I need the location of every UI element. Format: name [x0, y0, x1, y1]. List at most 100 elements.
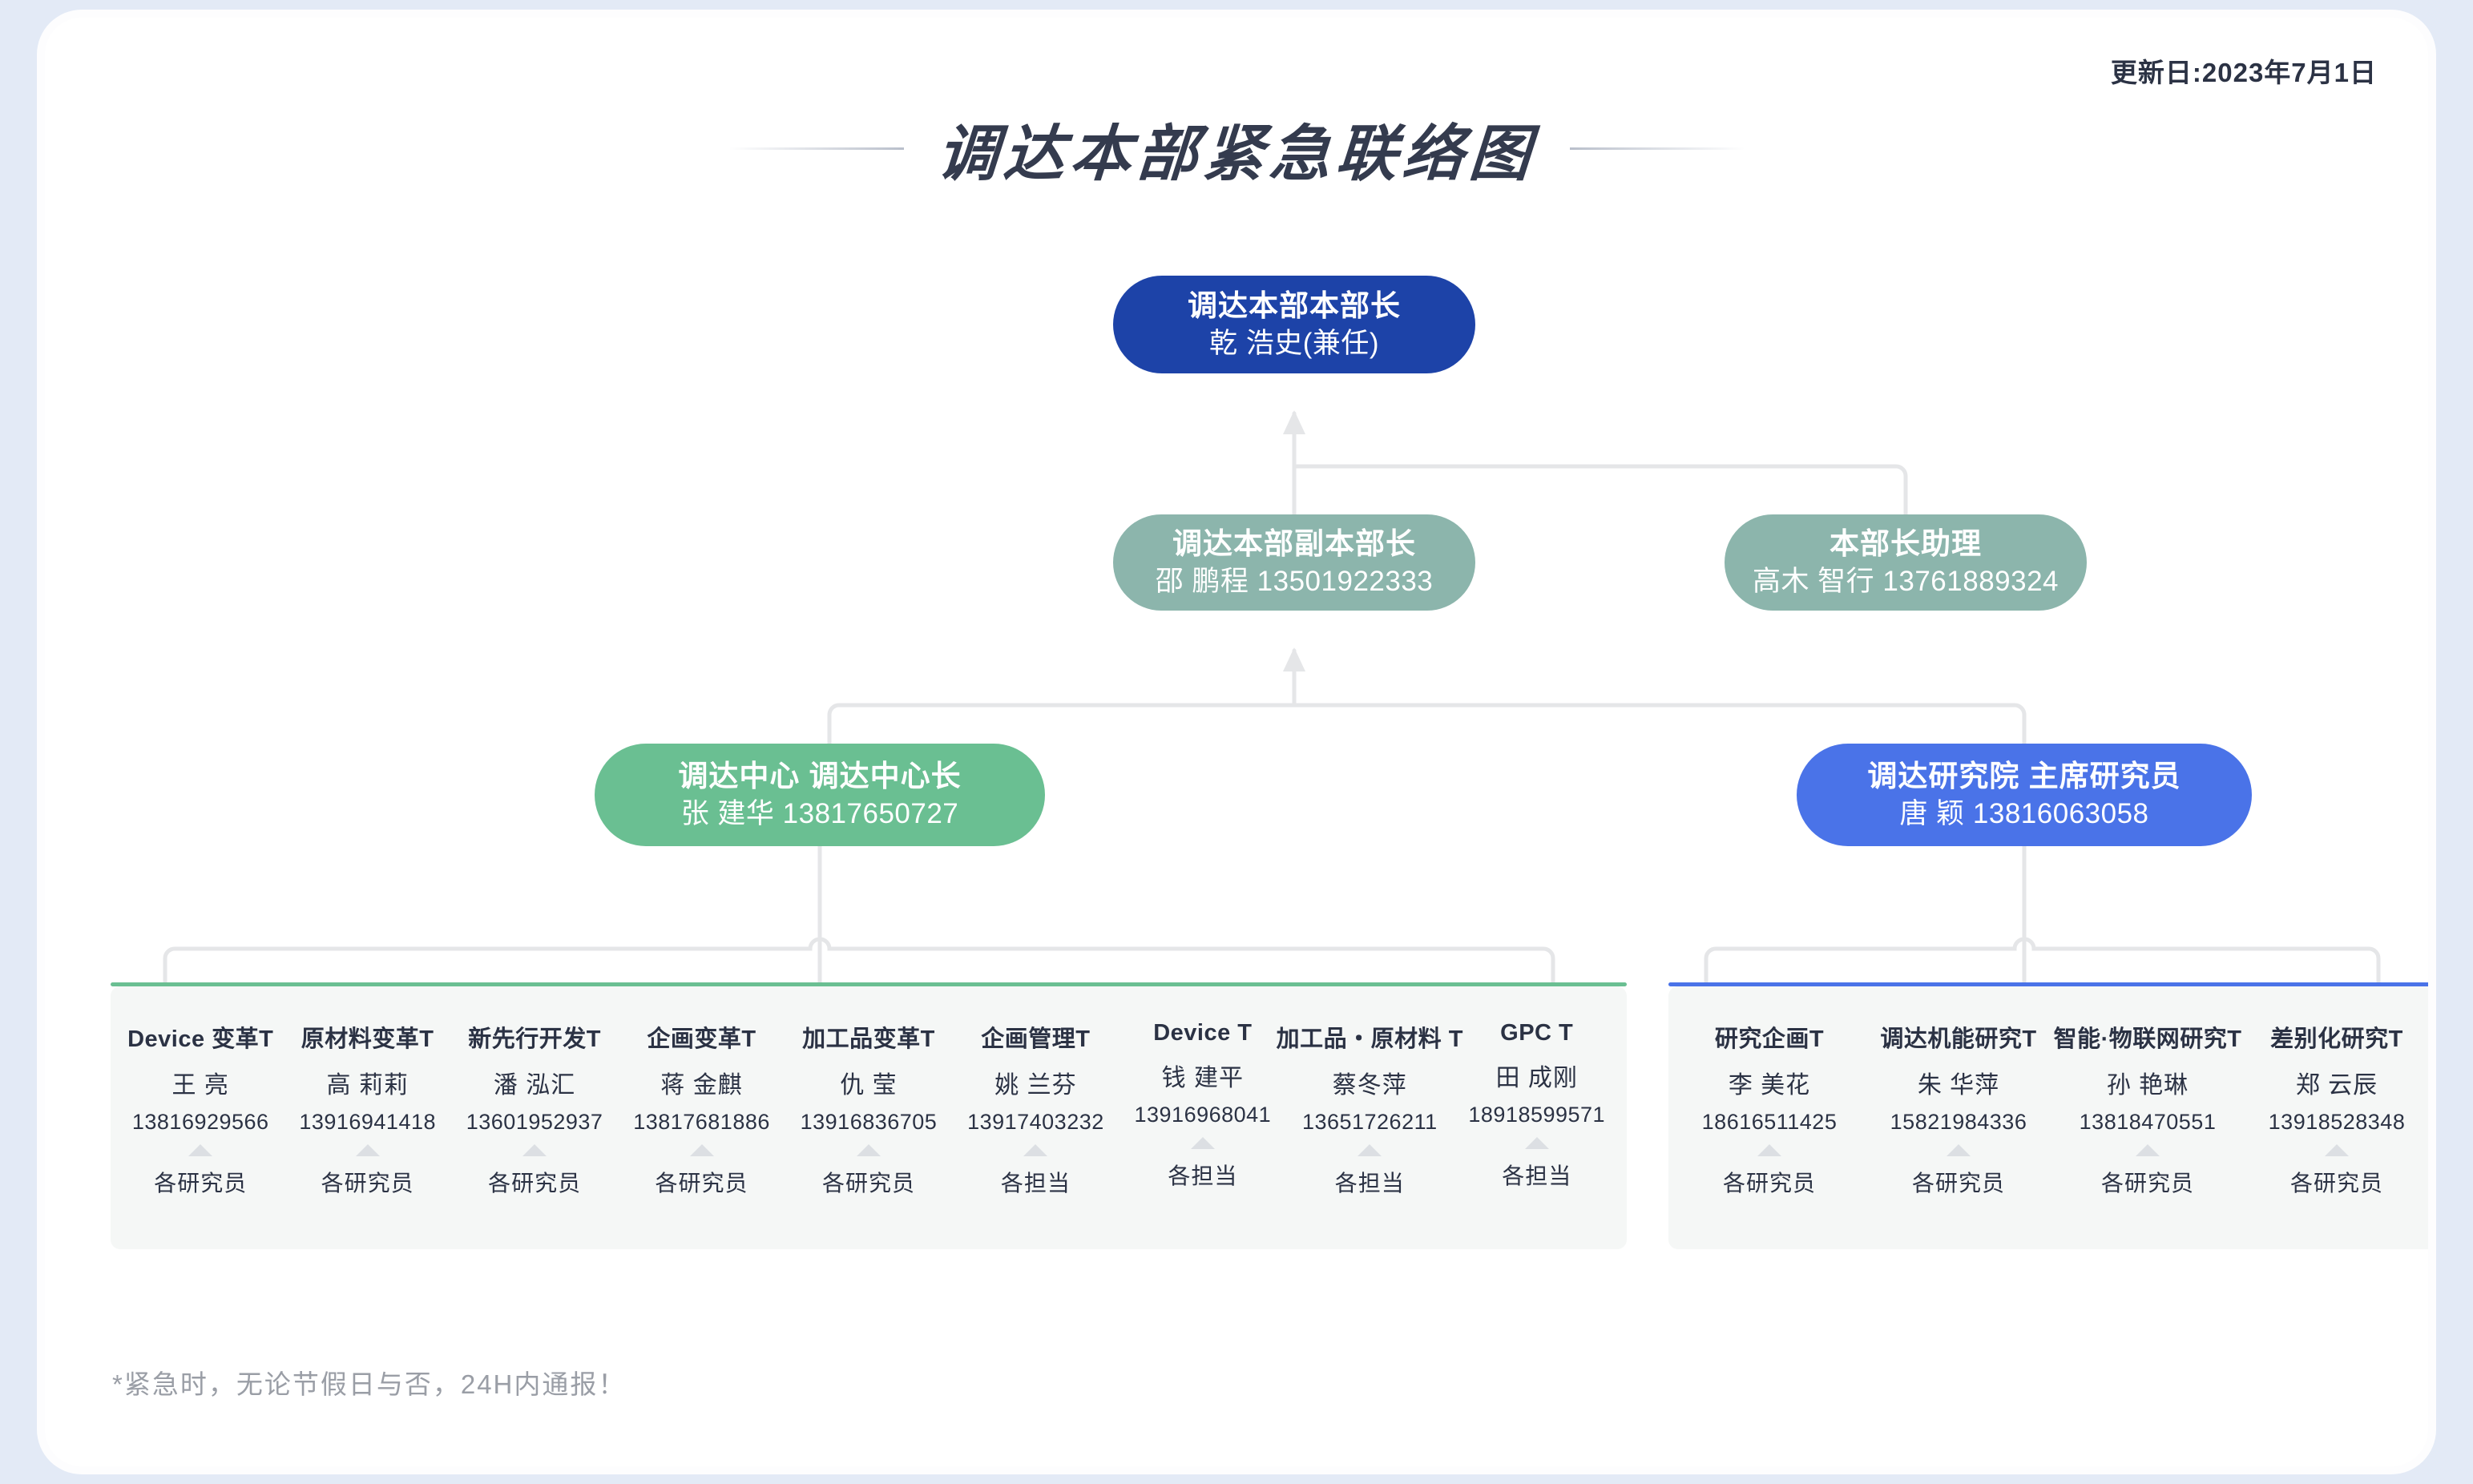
team-column[interactable]: 企画管理T 姚 兰芬 13917403232 各担当	[952, 1020, 1119, 1198]
team-phone: 13601952937	[466, 1110, 603, 1134]
connector-layer	[163, 410, 2381, 985]
team-column[interactable]: 加工品・原材料 T 蔡冬萍 13651726211 各担当	[1277, 1020, 1463, 1198]
triangle-up-icon	[1947, 1144, 1971, 1156]
team-role: 各研究员	[1911, 1171, 2005, 1196]
triangle-up-icon	[1358, 1144, 1382, 1156]
wire-center-left	[163, 844, 822, 985]
team-name: 企画变革T	[647, 1026, 756, 1052]
triangle-up-icon	[1524, 1137, 1549, 1149]
team-person: 李 美花	[1728, 1072, 1811, 1099]
triangle-up-icon	[1190, 1137, 1215, 1149]
team-phone: 13817681886	[633, 1110, 770, 1134]
team-person: 孙 艳琳	[2106, 1072, 2189, 1099]
team-phone: 13916836705	[800, 1110, 938, 1134]
triangle-up-icon	[2136, 1144, 2160, 1156]
team-phone: 13916968041	[1134, 1103, 1272, 1127]
team-name: GPC T	[1500, 1020, 1574, 1046]
team-column[interactable]: 企画变革T 蒋 金麒 13817681886 各研究员	[618, 1020, 785, 1198]
node-assistant[interactable]: 本部长助理 高木 智行 13761889324	[1725, 514, 2087, 611]
team-role: 各担当	[1000, 1171, 1071, 1196]
team-person: 高 莉莉	[326, 1072, 409, 1099]
team-name: 新先行开发T	[468, 1026, 601, 1052]
team-name: 差别化研究T	[2270, 1026, 2403, 1052]
arrowhead-up-vice-icon	[1283, 647, 1305, 671]
node-procurement-center-title: 调达中心 调达中心长	[678, 760, 962, 793]
team-name: Device T	[1153, 1020, 1253, 1046]
team-phone: 13816929566	[131, 1110, 269, 1134]
team-name: 企画管理T	[981, 1026, 1091, 1052]
node-vice-director[interactable]: 调达本部副本部长 邵 鹏程 13501922333	[1113, 514, 1475, 611]
wire-director-bus	[1292, 464, 1908, 517]
team-person: 王 亮	[171, 1072, 229, 1099]
team-column[interactable]: Device 变革T 王 亮 13816929566 各研究员	[117, 1020, 284, 1198]
team-phone: 13917403232	[967, 1110, 1104, 1134]
node-research-institute[interactable]: 调达研究院 主席研究员 唐 颖 13816063058	[1797, 744, 2252, 846]
node-vice-director-person: 邵 鹏程 13501922333	[1155, 565, 1434, 597]
triangle-up-icon	[2325, 1144, 2349, 1156]
node-director-title: 调达本部本部长	[1188, 289, 1401, 323]
node-vice-director-title: 调达本部副本部长	[1172, 527, 1416, 561]
team-column[interactable]: Device T 钱 建平 13916968041 各担当	[1120, 1020, 1286, 1191]
team-panel-center: Device 变革T 王 亮 13816929566 各研究员 原材料变革T 高 莉莉 13…	[111, 982, 1627, 1249]
node-director[interactable]: 调达本部本部长 乾 浩史(兼任)	[1113, 276, 1475, 373]
team-name: 智能·物联网研究T	[2053, 1026, 2242, 1052]
team-name: 加工品・原材料 T	[1276, 1026, 1463, 1052]
title-rule-right	[1569, 147, 1745, 150]
team-person: 姚 兰芬	[994, 1072, 1077, 1099]
team-name: 调达机能研究T	[1880, 1026, 2037, 1052]
team-person: 蒋 金麒	[660, 1072, 743, 1099]
team-column[interactable]: 新先行开发T 潘 泓汇 13601952937 各研究员	[451, 1020, 618, 1198]
footer-note: *紧急时，无论节假日与否，24H内通报！	[112, 1369, 627, 1399]
team-role: 各研究员	[821, 1171, 915, 1196]
triangle-up-icon	[522, 1144, 547, 1156]
team-role: 各研究员	[154, 1171, 248, 1196]
triangle-up-icon	[1757, 1144, 1781, 1156]
node-procurement-center-person: 张 建华 13817650727	[680, 797, 959, 829]
team-phone: 13918528348	[2268, 1110, 2406, 1134]
team-phone: 18616511425	[1701, 1110, 1838, 1134]
node-research-institute-title: 调达研究院 主席研究员	[1867, 760, 2181, 793]
team-role: 各担当	[1502, 1163, 1572, 1188]
team-person: 郑 云辰	[2295, 1072, 2378, 1099]
triangle-up-icon	[1023, 1144, 1048, 1156]
team-name: 原材料变革T	[301, 1026, 434, 1052]
team-phone: 18918599571	[1468, 1103, 1606, 1127]
team-column[interactable]: 差别化研究T 郑 云辰 13918528348 各研究员	[2242, 1020, 2428, 1198]
wire-center-right	[817, 844, 1555, 985]
team-person: 朱 华萍	[1917, 1072, 2000, 1099]
team-role: 各研究员	[2289, 1171, 2383, 1196]
team-person: 田 成刚	[1495, 1065, 1578, 1091]
team-column[interactable]: 加工品变革T 仇 莹 13916836705 各研究员	[785, 1020, 952, 1198]
triangle-up-icon	[188, 1144, 213, 1156]
title-row: 调达本部紧急联络图	[45, 104, 2428, 192]
wire-institute-left	[1704, 844, 2027, 985]
team-phone: 13651726211	[1301, 1110, 1438, 1134]
team-column[interactable]: GPC T 田 成刚 18918599571 各担当	[1454, 1020, 1620, 1191]
team-person: 潘 泓汇	[493, 1072, 576, 1099]
team-phone: 13916941418	[299, 1110, 436, 1134]
team-role: 各研究员	[1722, 1171, 1816, 1196]
team-name: Device 变革T	[127, 1026, 274, 1052]
node-director-person: 乾 浩史(兼任)	[1208, 327, 1380, 359]
team-name: 加工品变革T	[802, 1026, 935, 1052]
node-assistant-title: 本部长助理	[1830, 527, 1982, 561]
team-role: 各担当	[1334, 1171, 1405, 1196]
team-person: 钱 建平	[1161, 1065, 1245, 1091]
wire-institute-right	[2022, 844, 2381, 985]
title-rule-left	[728, 147, 904, 150]
node-procurement-center[interactable]: 调达中心 调达中心长 张 建华 13817650727	[595, 744, 1045, 846]
team-role: 各研究员	[488, 1171, 582, 1196]
wire-row3-bus	[827, 703, 2027, 746]
team-person: 蔡冬萍	[1332, 1072, 1407, 1099]
arrowhead-up-director-icon	[1283, 410, 1305, 434]
team-role: 各担当	[1168, 1163, 1238, 1188]
team-person: 仇 莹	[840, 1072, 898, 1099]
triangle-up-icon	[689, 1144, 714, 1156]
team-role: 各研究员	[655, 1171, 748, 1196]
node-research-institute-person: 唐 颖 13816063058	[1899, 797, 2149, 829]
